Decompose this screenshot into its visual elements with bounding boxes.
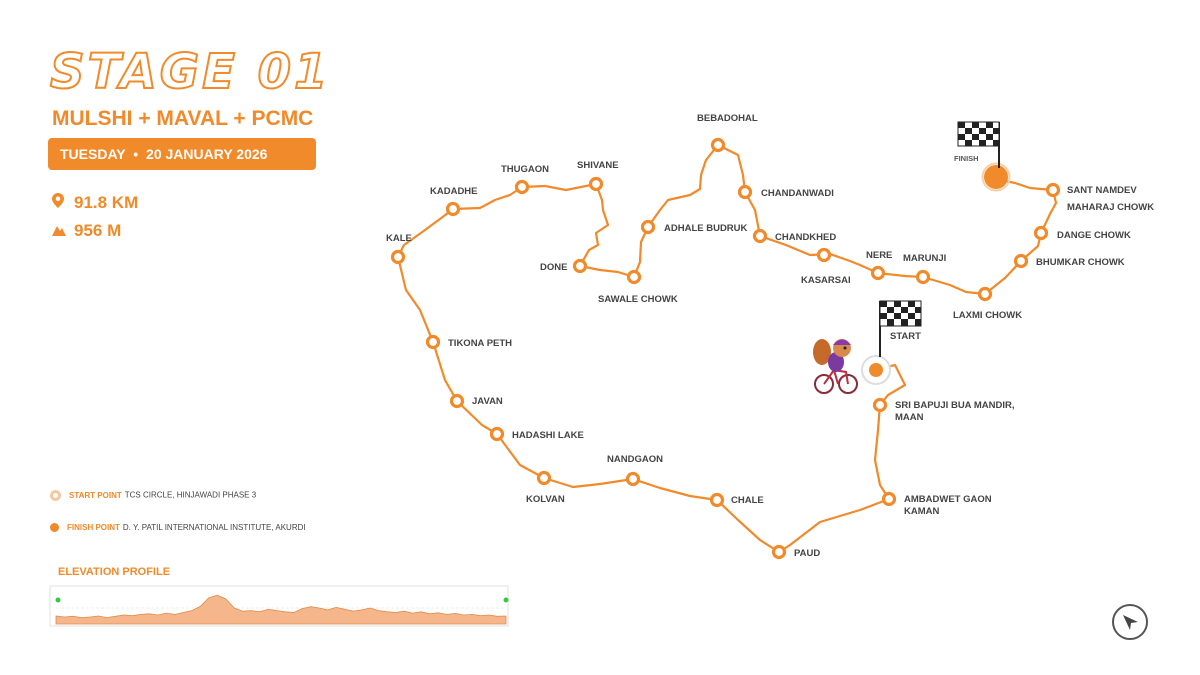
cyclist-mascot [813,339,858,394]
label-chandanwadi: CHANDANWADI [761,188,834,199]
waypoint-sawale-chowk [626,269,642,285]
checkered-flag-icon [879,300,922,357]
stage-subtitle: MULSHI + MAVAL + PCMC [52,107,314,130]
waypoint-marunji [915,269,931,285]
route-line [396,143,1058,554]
label-kadadhe: KADADHE [430,186,478,197]
waypoint-paud [771,544,787,560]
waypoint-chandanwadi [737,184,753,200]
waypoint-tikona-peth [425,334,441,350]
label-ambadwet-2: KAMAN [904,506,939,517]
label-sant-namdev-2: MAHARAJ CHOWK [1067,202,1154,213]
waypoint-sant-namdev [1045,182,1061,198]
start-dot-icon [50,490,61,501]
legend-start-key: START POINT [69,490,122,500]
date-text: 20 JANUARY 2026 [146,146,268,162]
label-adhale-budruk: ADHALE BUDRUK [664,223,748,234]
waypoint-nere [870,265,886,281]
label-sawale-chowk: SAWALE CHOWK [598,294,678,305]
waypoint-dange-chowk [1033,225,1049,241]
waypoint-bebadohal [710,137,726,153]
waypoint-sri-bapuji [872,397,888,413]
label-shivane: SHIVANE [577,160,619,171]
waypoint-ambadwet [881,491,897,507]
label-kasarsai: KASARSAI [801,275,851,286]
legend-start-value: TCS CIRCLE, HINJAWADI PHASE 3 [124,490,257,500]
waypoint-kasarsai [816,247,832,263]
start-label: START [890,331,921,342]
label-javan: JAVAN [472,396,503,407]
waypoint-nandgaon [625,471,641,487]
waypoint-kale [390,249,406,265]
waypoint-kadadhe [445,201,461,217]
waypoint-shivane [588,176,604,192]
label-thugaon: THUGAON [501,164,549,175]
label-paud: PAUD [794,548,820,559]
waypoint-thugaon [514,179,530,195]
label-hadashi-lake: HADASHI LAKE [512,430,584,441]
compass-icon [1112,604,1148,640]
label-sant-namdev: SANT NAMDEV [1067,185,1137,196]
location-pin-icon [52,193,66,213]
label-bebadohal: BEBADOHAL [697,113,758,124]
waypoint-bhumkar-chowk [1013,253,1029,269]
label-nere: NERE [866,250,892,261]
elevation-stat: 956 M [52,221,121,241]
label-done: DONE [540,262,567,273]
waypoint-hadashi-lake [489,426,505,442]
distance-value: 91.8 KM [74,193,139,212]
label-sri-bapuji: SRI BAPUJI BUA MANDIR, [895,400,1014,411]
label-nandgaon: NANDGAON [607,454,663,465]
mountain-icon [52,221,66,241]
waypoint-done [572,258,588,274]
distance-stat: 91.8 KM [52,193,138,213]
waypoint-kolvan [536,470,552,486]
elevation-end-dot [503,597,509,603]
elevation-start-dot [55,597,61,603]
finish-label: FINISH [954,154,979,163]
label-chandkhed: CHANDKHED [775,232,836,243]
elevation-profile-chart [49,585,509,627]
legend-finish-value: D. Y. PATIL INTERNATIONAL INSTITUTE, AKU… [122,523,306,532]
label-tikona-peth: TIKONA PETH [448,338,512,349]
waypoint-laxmi-chowk [977,286,993,302]
route-marker-finish [981,162,1011,192]
date-day: TUESDAY [60,146,126,162]
label-marunji: MARUNJI [903,253,946,264]
waypoint-chale [709,492,725,508]
waypoint-adhale-budruk [640,219,656,235]
finish-dot-icon [50,523,59,533]
checkered-flag-icon [957,121,1000,168]
route-marker-start [861,355,891,385]
elevation-value: 956 M [74,221,122,240]
stage-title: STAGE 01 [49,43,331,101]
waypoint-javan [449,393,465,409]
date-separator: • [133,146,139,162]
label-bhumkar-chowk: BHUMKAR CHOWK [1036,257,1125,268]
elevation-profile-title: ELEVATION PROFILE [58,566,171,578]
label-dange-chowk: DANGE CHOWK [1057,230,1131,241]
label-kale: KALE [386,233,412,244]
waypoint-chandkhed [752,228,768,244]
label-chale: CHALE [731,495,764,506]
label-laxmi-chowk: LAXMI CHOWK [953,310,1022,321]
legend-finish-key: FINISH POINT [67,523,120,532]
waypoint-markers [390,137,1061,560]
elevation-area [55,594,507,625]
label-ambadwet: AMBADWET GAON [904,494,992,505]
label-sri-bapuji-2: MAAN [895,412,924,423]
date-badge: TUESDAY • 20 JANUARY 2026 [48,138,316,170]
label-kolvan: KOLVAN [526,494,565,505]
